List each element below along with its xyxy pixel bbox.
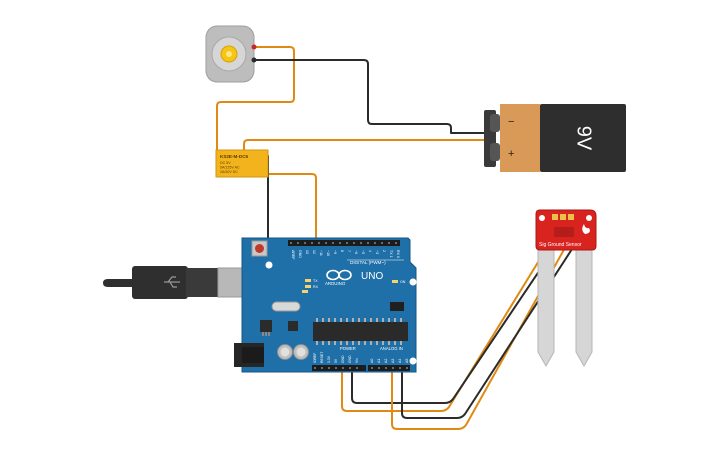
battery-terminal-positive[interactable] (490, 143, 500, 161)
pin-label: TX 1 (389, 250, 393, 258)
pin-label: 12 (312, 250, 316, 254)
battery-voltage-label: 9V (573, 126, 595, 151)
battery-minus-label: − (508, 116, 514, 128)
pin-label: 8 (340, 250, 344, 252)
pin-label: GND (341, 355, 345, 363)
arduino-model-label: UNO (361, 271, 383, 282)
voltage-regulator (260, 320, 272, 332)
mounting-hole (409, 357, 417, 365)
rx-label: RX (313, 285, 319, 289)
relay-spec-line-1: DC 5V (220, 161, 231, 165)
pin-label: A5 (405, 359, 409, 363)
pin-label: ~11 (319, 250, 323, 256)
battery-9v[interactable]: − + 9V (484, 104, 626, 172)
pin-label: 4 (368, 250, 372, 252)
relay-spec-line-3: 2A/30V DC (220, 170, 238, 174)
microcontroller-chip (313, 322, 408, 341)
battery-terminal-negative[interactable] (490, 114, 500, 132)
soil-moisture-sensor[interactable]: Sig Ground Sensor (535, 209, 597, 368)
motor-terminal-positive[interactable] (251, 44, 257, 50)
pin-label: RX 0 (396, 250, 400, 258)
wire-relay-to-battery-pos[interactable] (243, 139, 489, 153)
pin-label: AREF (291, 250, 295, 260)
pin-label: ~5 (361, 250, 365, 254)
digital-header-label: DIGITAL (PWM~) (350, 260, 386, 265)
pin-label: ~6 (354, 250, 358, 254)
tx-led (305, 279, 311, 282)
rx-led (305, 285, 311, 288)
wire-relay-to-arduino-pin[interactable] (265, 173, 317, 243)
mounting-hole (409, 278, 417, 286)
power-pin-labels: IOREF RESET 3.3V 5V GND GND Vin (313, 352, 359, 363)
pin-label: A0 (370, 359, 374, 363)
usb-icon (164, 276, 180, 288)
capacitor (277, 344, 293, 360)
arduino-brand-label: ARDUINO (325, 281, 346, 286)
mounting-hole (265, 261, 273, 269)
pin-label: 13 (305, 250, 309, 254)
pin-label: A2 (384, 359, 388, 363)
pin-label: RESET (320, 352, 324, 363)
pin-label: GND (348, 355, 352, 363)
motor-terminal-negative[interactable] (251, 57, 257, 63)
pin-label: Vin (355, 358, 359, 363)
arduino-logo-icon (326, 269, 352, 281)
pin-label: 7 (347, 250, 351, 252)
pin-label: 3.3V (327, 355, 331, 363)
analog-pin-labels: A0 A1 A2 A3 A4 A5 (370, 359, 409, 363)
sensor-probe-left (537, 247, 555, 368)
usb-connector (217, 267, 247, 298)
crystal-oscillator (271, 301, 301, 312)
battery-plus-label: + (508, 148, 514, 160)
pin-label: A4 (398, 359, 402, 363)
relay-module[interactable]: KS2E-M-DC5 DC 5V 5A/125V AC 2A/30V DC (215, 149, 269, 178)
top-pin-labels: AREF GND 13 12 ~11 ~10 ~9 8 7 ~6 ~5 4 ~3… (291, 250, 400, 260)
power-header-label: POWER (340, 346, 356, 351)
sensor-pins[interactable] (552, 214, 574, 220)
sparkfun-flame-icon (582, 224, 590, 234)
pin-label: 5V (334, 358, 338, 363)
sensor-pin-labels: Sig Ground Sensor (539, 242, 582, 248)
pin-label: ~9 (333, 250, 337, 254)
usb-cable[interactable] (103, 266, 247, 299)
arduino-uno-board[interactable]: AREF GND 13 12 ~11 ~10 ~9 8 7 ~6 ~5 4 ~3… (234, 237, 417, 373)
icsp-header (390, 302, 404, 311)
pin-label: ~10 (326, 250, 330, 256)
wire-motor-to-relay[interactable] (216, 46, 295, 151)
wire-arduino-5v-to-sensor[interactable] (341, 245, 549, 412)
capacitor (293, 344, 309, 360)
relay-model-label: KS2E-M-DC5 (220, 154, 249, 159)
on-label: ON (400, 280, 406, 284)
on-led (392, 280, 398, 283)
sensor-probe-right (575, 247, 593, 368)
pin-label: A3 (391, 359, 395, 363)
motor-shaft-icon (220, 45, 238, 63)
wire-sensor-signal-to-a0[interactable] (391, 245, 567, 430)
pin-label: GND (298, 250, 302, 258)
relay-spec-line-2: 5A/125V AC (220, 166, 240, 170)
pin-label: A1 (377, 359, 381, 363)
analog-header-label: ANALOG IN (380, 346, 403, 351)
power-header[interactable] (312, 365, 366, 371)
dc-motor[interactable] (205, 25, 257, 83)
tx-label: TX (313, 279, 318, 283)
wire-motor-to-battery-neg[interactable] (255, 59, 489, 134)
digital-header[interactable] (288, 240, 400, 246)
analog-header[interactable] (368, 365, 410, 371)
pin-label: 2 (382, 250, 386, 252)
pin-label: IOREF (313, 353, 317, 363)
wire-sensor-to-board-black[interactable] (401, 245, 575, 419)
pin-label: ~3 (375, 250, 379, 254)
